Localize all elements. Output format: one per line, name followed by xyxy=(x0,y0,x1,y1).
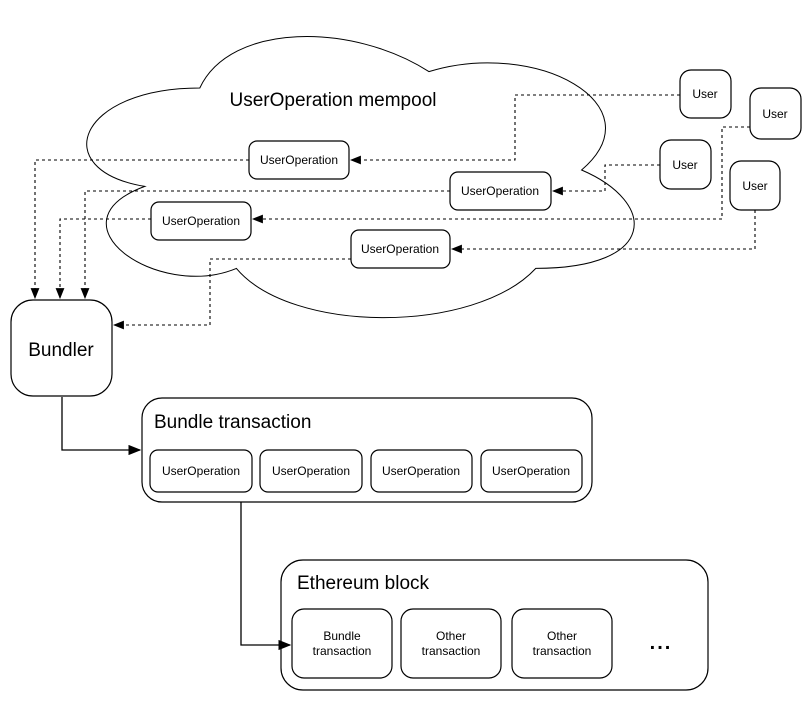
transaction-label-line2: transaction xyxy=(533,644,592,658)
bundle-userop-2: UserOperation xyxy=(259,449,363,493)
userop-label: UserOperation xyxy=(461,184,539,198)
userop-label: UserOperation xyxy=(162,464,240,478)
mempool-title: UserOperation mempool xyxy=(230,90,437,111)
user-label: User xyxy=(672,158,697,172)
userop-box xyxy=(150,201,252,241)
edge-userop4-to-bundler xyxy=(112,258,351,330)
bundler-label: Bundler xyxy=(28,340,94,361)
userop-box xyxy=(370,449,473,493)
transaction-box xyxy=(291,608,393,679)
user-box xyxy=(679,69,732,119)
mempool-userop-4: UserOperation xyxy=(350,229,451,269)
transaction-label-line1: Other xyxy=(436,629,466,643)
transaction-label-line2: transaction xyxy=(313,644,372,658)
userop-box xyxy=(248,140,350,180)
userop-box xyxy=(149,449,253,493)
edge-userop3-to-bundler xyxy=(55,218,151,300)
eth-tx-2: Other transaction xyxy=(400,608,502,679)
user-box-1: User xyxy=(679,69,732,119)
user-box-4: User xyxy=(729,160,781,211)
bundle-transaction-title: Bundle transaction xyxy=(154,412,311,433)
edge-bundle-transaction-to-ethereum-block xyxy=(240,502,292,651)
user-box xyxy=(659,139,712,190)
userop-box xyxy=(259,449,363,493)
bundle-transaction-container xyxy=(141,397,593,503)
edge-user2-to-userop3 xyxy=(251,126,750,224)
eth-tx-1: Bundle transaction xyxy=(291,608,393,679)
user-box xyxy=(729,160,781,211)
userop-box xyxy=(449,171,552,211)
transaction-box xyxy=(511,608,613,679)
edge-user1-to-userop1 xyxy=(349,94,680,165)
mempool-userop-2: UserOperation xyxy=(449,171,552,211)
mempool-userop-1: UserOperation xyxy=(248,140,350,180)
userop-label: UserOperation xyxy=(382,464,460,478)
edge-user4-to-userop4 xyxy=(450,210,756,254)
eth-tx-3: Other transaction xyxy=(511,608,613,679)
userop-box xyxy=(350,229,451,269)
user-box-3: User xyxy=(659,139,712,190)
bundler-box: Bundler xyxy=(10,299,113,397)
edge-user3-to-userop2 xyxy=(551,164,660,196)
user-box xyxy=(749,87,802,140)
mempool-userop-3: UserOperation xyxy=(150,201,252,241)
ethereum-block-title: Ethereum block xyxy=(297,573,430,594)
bundler-shape xyxy=(10,299,113,397)
bundle-userop-1: UserOperation xyxy=(149,449,253,493)
user-label: User xyxy=(742,179,767,193)
user-box-2: User xyxy=(749,87,802,140)
edge-userop1-to-bundler xyxy=(30,159,249,300)
userop-label: UserOperation xyxy=(492,464,570,478)
edge-userop2-to-bundler xyxy=(80,190,450,300)
userop-label: UserOperation xyxy=(361,242,439,256)
bundle-userop-3: UserOperation xyxy=(370,449,473,493)
user-label: User xyxy=(762,107,787,121)
transaction-box xyxy=(400,608,502,679)
userop-label: UserOperation xyxy=(162,214,240,228)
bundle-userop-4: UserOperation xyxy=(480,449,583,493)
transaction-label-line2: transaction xyxy=(422,644,481,658)
user-label: User xyxy=(692,87,717,101)
mempool-cloud xyxy=(86,36,635,318)
edge-bundler-to-bundle-transaction xyxy=(61,397,142,456)
transaction-label-line1: Bundle xyxy=(323,629,361,643)
userop-label: UserOperation xyxy=(260,153,338,167)
userop-label: UserOperation xyxy=(272,464,350,478)
ellipsis-label: ... xyxy=(650,632,673,654)
userop-box xyxy=(480,449,583,493)
transaction-label-line1: Other xyxy=(547,629,577,643)
